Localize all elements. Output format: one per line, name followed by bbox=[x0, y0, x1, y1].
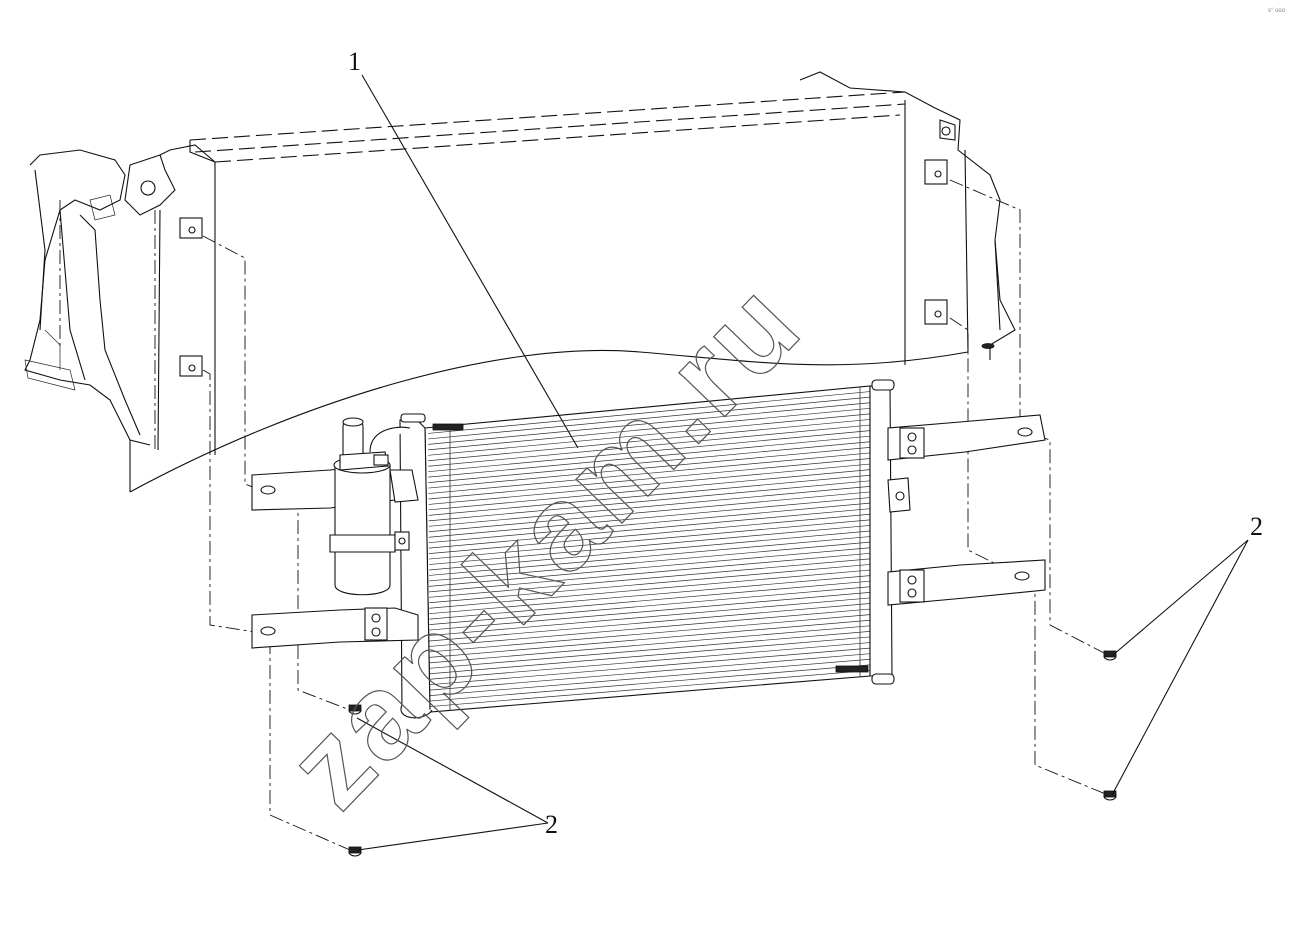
fin-line bbox=[428, 419, 871, 462]
fin-line bbox=[428, 396, 871, 440]
fin-line bbox=[429, 631, 871, 669]
fin-line bbox=[429, 608, 871, 647]
leader-lines bbox=[356, 74, 1249, 851]
fin-line bbox=[429, 547, 871, 587]
fin-line bbox=[428, 502, 871, 544]
bolt-left-lower bbox=[348, 846, 362, 857]
callout-2-label-left: 2 bbox=[545, 810, 558, 839]
fin-line bbox=[429, 564, 871, 604]
fin-line bbox=[429, 603, 871, 642]
fin-line bbox=[428, 474, 871, 516]
condenser-fins bbox=[428, 391, 871, 707]
receiver-drier bbox=[329, 417, 419, 596]
bolt-right-lower bbox=[1103, 790, 1117, 801]
fin-line bbox=[429, 670, 871, 707]
fin-line bbox=[428, 497, 871, 538]
fin-line bbox=[428, 491, 871, 533]
fin-line bbox=[428, 407, 871, 451]
fin-line bbox=[428, 458, 871, 500]
fin-line bbox=[429, 591, 871, 631]
fin-line bbox=[429, 597, 871, 636]
fin-line bbox=[429, 614, 871, 653]
fin-line bbox=[428, 508, 871, 549]
fin-line bbox=[429, 664, 871, 702]
fin-line bbox=[429, 575, 871, 615]
fin-line bbox=[429, 653, 871, 691]
callout-1-label: 1 bbox=[348, 47, 361, 76]
radiator-shroud bbox=[24, 71, 1016, 493]
condenser-fin-columns bbox=[449, 386, 861, 710]
fin-line bbox=[428, 402, 871, 445]
bolt-right-upper bbox=[1103, 650, 1117, 661]
fin-line bbox=[428, 452, 871, 494]
fin-line bbox=[428, 446, 871, 489]
fin-line bbox=[428, 463, 871, 505]
fin-line bbox=[428, 480, 871, 522]
fin-line bbox=[428, 513, 871, 554]
fin-line bbox=[428, 441, 871, 483]
fin-line bbox=[429, 558, 871, 598]
fin-line bbox=[428, 519, 871, 560]
bolt-left-upper bbox=[348, 704, 362, 715]
fin-line bbox=[429, 569, 871, 609]
fin-line bbox=[428, 530, 871, 571]
fin-line bbox=[428, 469, 871, 511]
fin-line bbox=[428, 525, 871, 565]
fin-line bbox=[429, 541, 871, 582]
fin-line bbox=[429, 580, 871, 620]
fin-line bbox=[429, 619, 871, 658]
fin-line bbox=[428, 435, 871, 478]
fin-line bbox=[428, 486, 871, 527]
fin-line bbox=[429, 625, 871, 664]
fin-line bbox=[429, 536, 871, 576]
fin-line bbox=[428, 424, 871, 467]
fin-line bbox=[428, 430, 871, 473]
fin-line bbox=[429, 636, 871, 675]
fin-line bbox=[429, 586, 871, 625]
fin-line bbox=[428, 391, 871, 434]
fin-line bbox=[429, 647, 871, 686]
fin-line bbox=[429, 658, 871, 696]
callout-2-label-right: 2 bbox=[1250, 512, 1263, 541]
fin-line bbox=[429, 642, 871, 680]
fin-line bbox=[429, 552, 871, 593]
fin-line bbox=[428, 413, 871, 456]
corner-mark: s° ooo bbox=[1268, 8, 1286, 14]
